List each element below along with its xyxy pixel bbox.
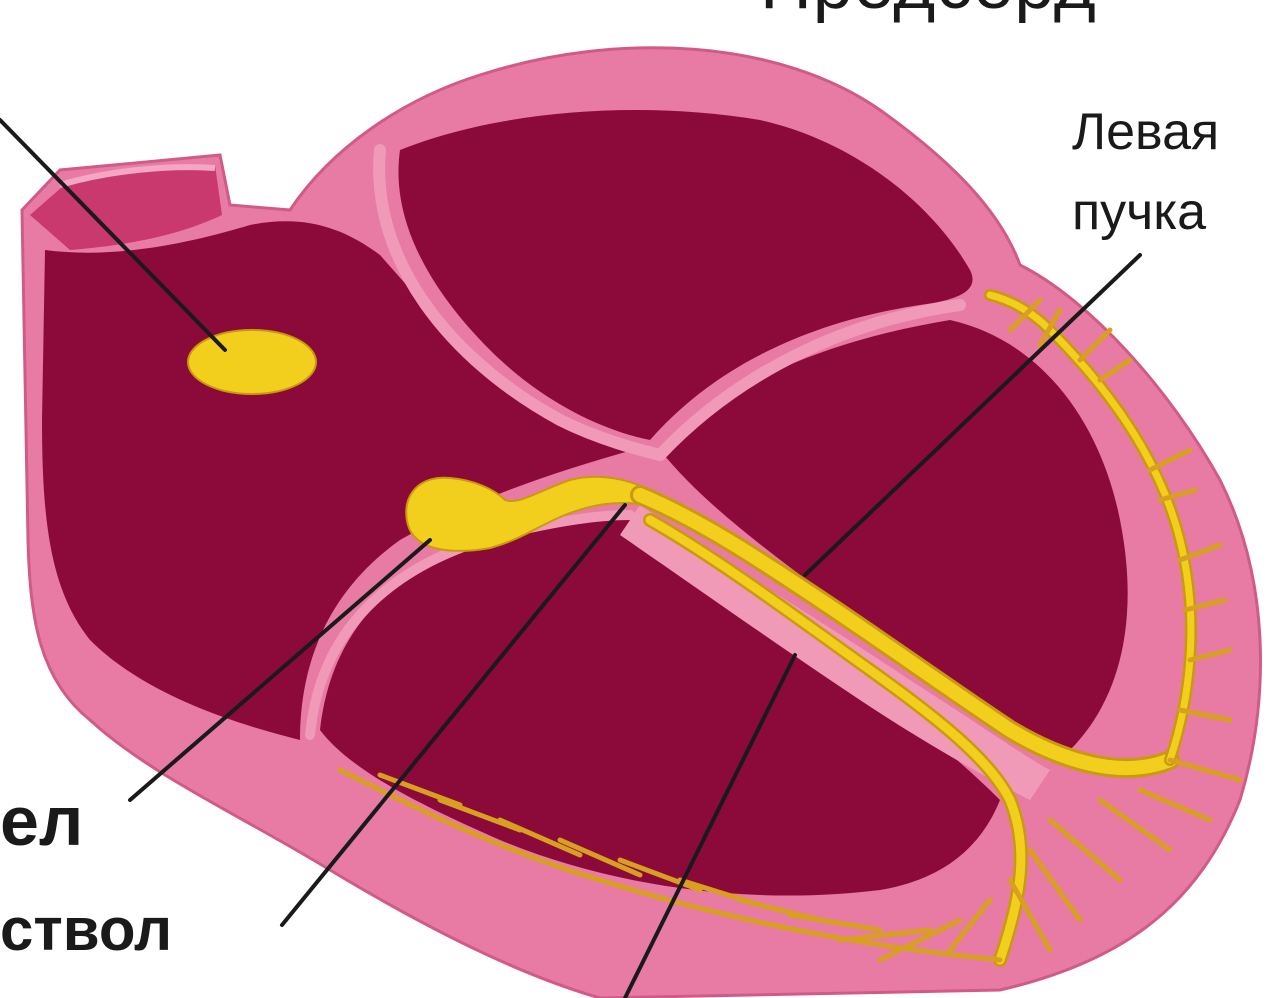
left-bundle-label-line2: пучка bbox=[1072, 186, 1206, 238]
sinoatrial-node bbox=[188, 330, 316, 394]
his-trunk-label: ствол bbox=[0, 900, 172, 960]
av-node-label: ел bbox=[0, 786, 83, 856]
top-heading-label: Предсерд bbox=[760, 0, 1097, 20]
left-bundle-label-line1: Левая bbox=[1072, 106, 1219, 158]
bottom-left-label: на bbox=[0, 984, 70, 998]
